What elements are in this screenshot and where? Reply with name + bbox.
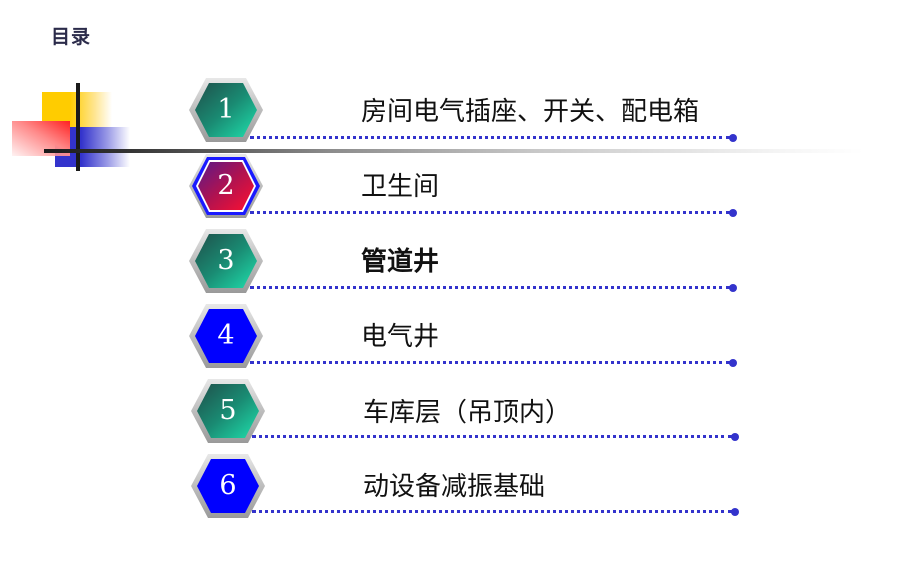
hexagon-number-badge: 2 [188,153,264,219]
hexagon-number-badge: 1 [188,77,264,143]
toc-item-label: 车库层（吊顶内） [363,398,572,428]
item-number: 6 [219,470,237,501]
dotted-leader-line [250,211,730,214]
decorative-logo [0,0,140,180]
dotted-leader-line [250,136,730,139]
dotted-leader-line [252,510,732,513]
leader-end-dot [729,209,737,217]
hexagon-number-badge: 3 [188,228,264,294]
hexagon-number-badge: 6 [190,453,266,519]
dotted-leader-line [250,361,730,364]
toc-item-3[interactable]: 3 管道井 [0,225,920,300]
toc-item-label: 管道井 [361,247,440,277]
item-number: 4 [217,320,235,351]
leader-end-dot [729,134,737,142]
item-number: 3 [217,245,235,276]
toc-item-2[interactable]: 2 卫生间 [0,150,920,225]
toc-item-label: 电气井 [361,322,440,352]
toc-item-label: 卫生间 [361,172,440,202]
dotted-leader-line [252,435,732,438]
slide-title: 目录 [51,26,92,48]
hexagon-number-badge: 4 [188,303,264,369]
vertical-rule [76,83,80,171]
toc-item-label: 动设备减振基础 [363,472,546,502]
item-number: 5 [219,395,237,426]
toc-item-6[interactable]: 6 动设备减振基础 [0,450,920,525]
leader-end-dot [731,508,739,516]
leader-end-dot [729,284,737,292]
toc-item-label: 房间电气插座、开关、配电箱 [361,97,700,127]
horizontal-rule [44,149,864,153]
item-number: 1 [217,94,235,125]
toc-item-1[interactable]: 1 房间电气插座、开关、配电箱 [0,75,920,150]
hexagon-number-badge: 5 [190,378,266,444]
toc-item-5[interactable]: 5 车库层（吊顶内） [0,375,920,450]
leader-end-dot [731,433,739,441]
leader-end-dot [729,359,737,367]
item-number: 2 [217,170,235,201]
toc-item-4[interactable]: 4 电气井 [0,300,920,375]
dotted-leader-line [250,286,730,289]
